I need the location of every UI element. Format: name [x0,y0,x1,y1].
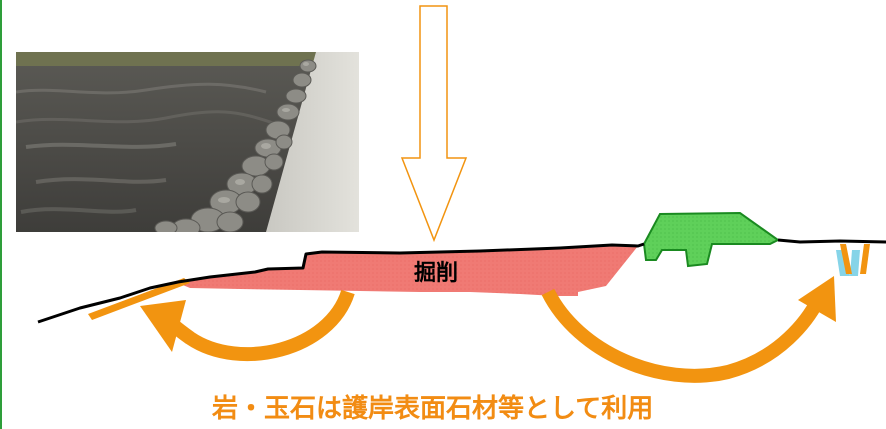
reuse-caption: 岩・玉石は護岸表面石材等として利用 [212,394,654,424]
excavation-area [178,245,638,296]
embankment-block [642,211,780,268]
photo-image [16,52,359,232]
left-revetment-slope [88,278,190,320]
reuse-arrow-left [140,289,355,362]
frame-left-border [0,0,2,429]
downward-arrow-icon [400,5,468,243]
excavation-label: 掘削 [414,261,458,286]
ground-surface-line [37,238,886,324]
reuse-arrow-right [541,276,836,383]
side-drain [836,244,870,276]
riverbank-stone-photo [16,52,359,232]
